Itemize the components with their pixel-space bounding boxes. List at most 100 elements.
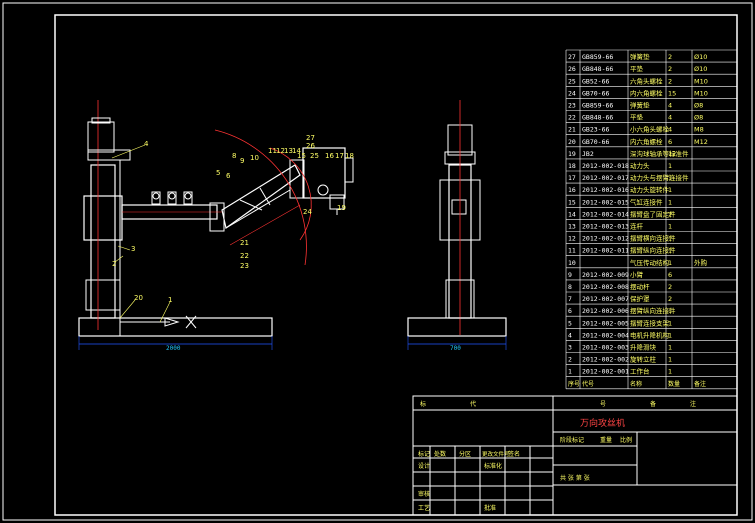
dim-side: 700	[450, 345, 461, 352]
drawing-title: 万向攻丝机	[580, 417, 625, 429]
bom-cell-code: GB52-66	[582, 77, 609, 85]
bom-cell-code: 2012-002-002	[582, 356, 629, 364]
callout-11: 11	[268, 147, 277, 155]
callout-21: 21	[240, 239, 249, 247]
bom-cell-qty: 6	[668, 138, 672, 146]
bom-cell-no: 19	[568, 150, 576, 158]
bom-cell-no: 11	[568, 247, 576, 255]
callout-20: 20	[134, 294, 143, 302]
bom-cell-code: 2012-002-015	[582, 198, 629, 206]
callout-23: 23	[240, 262, 249, 270]
bom-cell-no: 20	[568, 138, 576, 146]
x-mark-2	[185, 315, 197, 329]
bom-cell-no: 3	[568, 344, 572, 352]
callout-3: 3	[131, 245, 135, 253]
swing-arc-inner	[269, 147, 312, 241]
bom-cell-code: GB70-66	[582, 138, 609, 146]
bom-cell-code: GB70-66	[582, 89, 609, 97]
bom-cell-no: 22	[568, 114, 576, 122]
worktable	[78, 317, 273, 337]
leader-20	[119, 299, 136, 319]
bom-cell-code: 2012-002-004	[582, 331, 629, 339]
column-base	[85, 279, 121, 311]
side-base	[445, 279, 475, 319]
bom-cell-name: 气压传动结构	[630, 258, 670, 267]
bom-cell-code: GB859-66	[582, 53, 613, 61]
callout-25: 25	[310, 152, 319, 160]
bom-cell-name: 小臂	[630, 270, 644, 279]
bom-cell-qty: 1	[668, 223, 672, 231]
callout-4: 4	[144, 140, 149, 148]
bom-cell-no: 27	[568, 53, 576, 61]
bom-cell-code: GB23-66	[582, 126, 609, 134]
bom-cell-name: 平垫	[630, 64, 644, 73]
callout-22: 22	[240, 252, 249, 260]
callout-16: 16	[325, 152, 334, 160]
motor-cap	[91, 117, 111, 124]
spindle	[317, 184, 329, 196]
link-brace	[239, 199, 263, 211]
tb-row1-e: 注	[690, 400, 696, 408]
bom-cell-code: 2012-002-008	[582, 283, 629, 291]
callout-26: 26	[306, 142, 315, 150]
bom-cell-code: 2012-002-011	[582, 247, 629, 255]
callout-2: 2	[112, 260, 116, 268]
bom-cell-no: 25	[568, 77, 576, 85]
bom-cell-name: 电机升降机构	[630, 330, 670, 339]
callout-19: 19	[337, 204, 346, 212]
bom-cell-code: 2012-002-018	[582, 162, 629, 170]
motor	[87, 121, 115, 153]
leader-1	[159, 301, 171, 323]
bom-cell-qty: 4	[668, 126, 672, 134]
bom-cell-name: 摆臂连接支架	[630, 318, 670, 327]
bom-cell-no: 16	[568, 186, 576, 194]
bom-cell-qty: 1	[668, 198, 672, 206]
tb-count: 处数	[434, 450, 446, 458]
bom-cell-qty: 12	[668, 150, 676, 158]
bom-cell-no: 17	[568, 174, 576, 182]
bom-cell-name: 摆臂盘了固定件	[630, 209, 676, 218]
callout-27: 27	[306, 134, 315, 142]
bom-cell-name: 旋转立柱	[630, 355, 657, 364]
bom-cell-name: 平垫	[630, 113, 644, 122]
tb-sheets: 共 张 第 张	[560, 474, 590, 482]
bom-cell-code: 2012-002-003	[582, 344, 629, 352]
bom-cell-code: GB848-66	[582, 114, 613, 122]
bom-cell-spec: Ø10	[694, 65, 707, 73]
callout-24: 24	[303, 208, 312, 216]
title-block-border	[412, 395, 738, 516]
tb-scale: 比例	[620, 436, 632, 444]
bom-cell-no: 8	[568, 283, 572, 291]
feed-arrow	[164, 317, 180, 327]
bom-cell-name: 小六角头螺栓	[630, 125, 670, 134]
bom-cell-qty: 6	[668, 271, 672, 279]
callout-10: 10	[250, 154, 259, 162]
bom-cell-code: 2012-002-016	[582, 186, 629, 194]
callout-18: 18	[345, 152, 354, 160]
bom-cell-no: 23	[568, 102, 576, 110]
slider-block	[83, 195, 123, 241]
bom-cell-name: 动力头与摆臂连接件	[630, 173, 689, 182]
cylinders	[151, 191, 193, 205]
bom-cell-qty: 15	[668, 89, 676, 97]
callout-17: 17	[335, 152, 344, 160]
bom-cell-qty: 2	[668, 77, 672, 85]
bom-cell-no: 4	[568, 331, 572, 339]
callout-14: 14	[292, 147, 301, 155]
bom-cell-name: 工作台	[630, 367, 650, 376]
bom-cell-qty: 1	[668, 174, 672, 182]
bom-cell-spec: M8	[694, 126, 704, 134]
bom-cell-qty: 1	[668, 259, 672, 267]
bom-cell-qty: 4	[668, 102, 672, 110]
bom-cell-name: 升降滑块	[630, 343, 657, 352]
bom-cell-code: 2012-002-006	[582, 307, 629, 315]
bom-cell-no: 7	[568, 295, 572, 303]
bom-cell-qty: 1	[668, 186, 672, 194]
bom-cell-no: 1	[568, 368, 572, 376]
bom-cell-qty: 2	[668, 283, 672, 291]
bom-cell-no: 6	[568, 307, 572, 315]
side-worktable	[407, 317, 507, 337]
